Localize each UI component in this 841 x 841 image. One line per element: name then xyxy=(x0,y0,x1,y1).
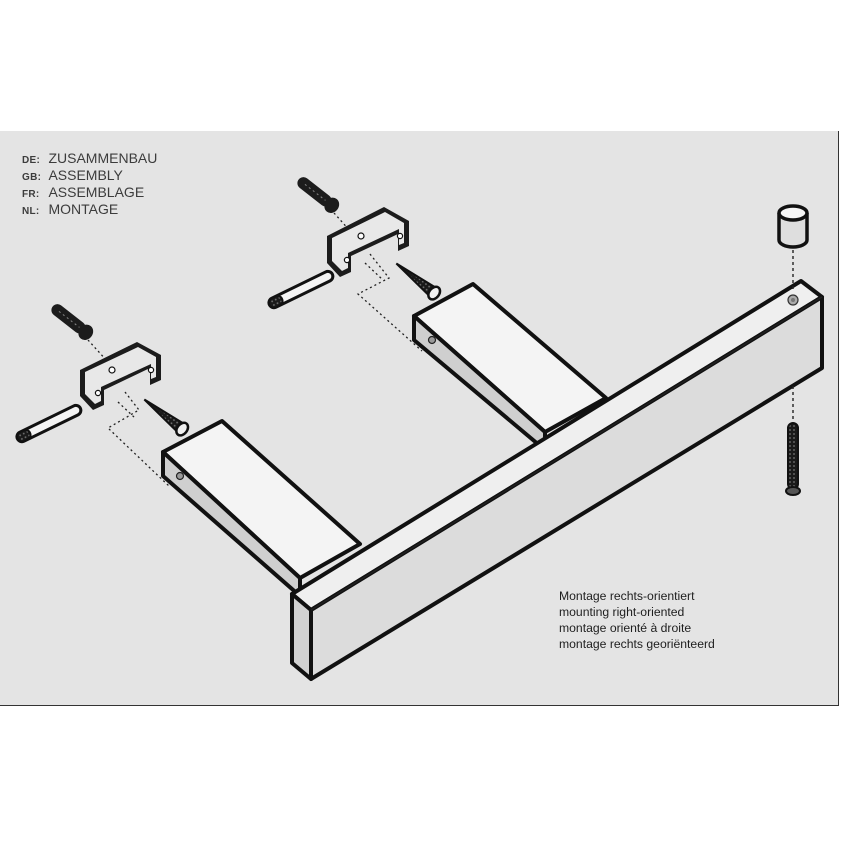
wall-plug-icon xyxy=(51,304,94,340)
right-arm xyxy=(412,282,608,452)
note-line-nl: montage rechts georiënteerd xyxy=(559,637,715,651)
note-line-fr: montage orienté à droite xyxy=(559,621,692,635)
long-screw xyxy=(785,422,801,496)
bracket-icon xyxy=(327,207,409,277)
main-beam xyxy=(290,279,824,681)
right-fitting-set xyxy=(267,177,442,352)
screw-icon xyxy=(143,398,190,437)
bracket-icon xyxy=(80,342,161,410)
threaded-rod-icon xyxy=(267,269,335,310)
note-line-en: mounting right-oriented xyxy=(559,605,685,619)
screw-icon xyxy=(395,262,442,301)
title-row-gb: GB: ASSEMBLY xyxy=(22,167,123,183)
end-cap xyxy=(777,204,809,249)
screw-hole-icon xyxy=(427,335,437,345)
title-row-nl: NL: MONTAGE xyxy=(22,201,119,217)
screw-hole-icon xyxy=(175,471,185,481)
title-row-fr: FR: ASSEMBLAGE xyxy=(22,184,145,200)
title-block: DE: ZUSAMMENBAU GB: ASSEMBLY FR: ASSEMBL… xyxy=(22,150,157,218)
title-row-de: DE: ZUSAMMENBAU xyxy=(22,150,158,166)
wall-plug-icon xyxy=(297,177,340,213)
left-fitting-set xyxy=(15,304,190,488)
note-line-de: Montage rechts-orientiert xyxy=(559,589,695,603)
left-arm xyxy=(161,419,362,598)
orientation-note: Montage rechts-orientiert mounting right… xyxy=(559,588,715,652)
threaded-rod-icon xyxy=(15,403,83,444)
